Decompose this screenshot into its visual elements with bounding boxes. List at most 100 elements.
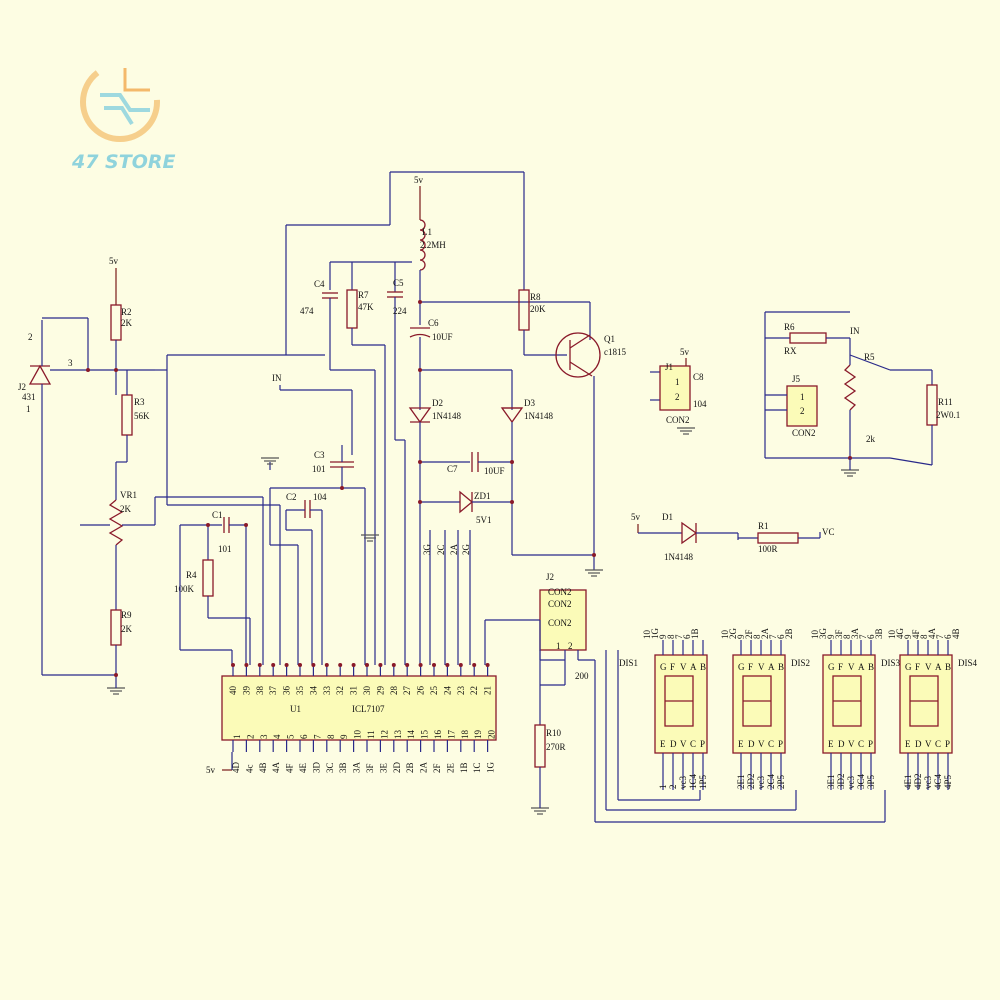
display-pin-top: 10 — [887, 630, 897, 640]
display-pin-top: 4A — [927, 628, 937, 640]
j1-pin2: 2 — [675, 392, 680, 402]
chip-body — [221, 675, 497, 741]
c8-value: 104 — [693, 399, 707, 409]
chip-ref: U1 — [290, 704, 301, 714]
r8-value: 20K — [530, 304, 546, 314]
seg-top-label: V — [680, 662, 687, 672]
c1-value: 101 — [218, 544, 232, 554]
j1-ref: J1 — [665, 362, 673, 372]
ref-ic-ref: J2 — [18, 382, 26, 392]
vc-label: VC — [822, 527, 835, 537]
r10-value: 270R — [546, 742, 566, 752]
seg-top-label: B — [700, 662, 706, 672]
seg-top-label: A — [858, 662, 865, 672]
seg-top-label: G — [660, 662, 667, 672]
display-pin-bottom: 3D2 — [836, 774, 846, 790]
chip-pin-top-28: 28 — [389, 686, 399, 696]
chip-pin-top-35: 35 — [295, 686, 305, 696]
display-pin-bottom: vc3 — [756, 776, 766, 789]
seg-bottom-label: C — [935, 739, 941, 749]
resistor-r7 — [346, 289, 358, 329]
chip-net-3E: 3E — [378, 763, 388, 774]
seg-top-label: F — [838, 662, 843, 672]
display-pin-top: 7 — [768, 634, 778, 639]
display-pin-bottom: 1C4 — [688, 773, 698, 789]
display-pin-top: 6 — [682, 634, 692, 639]
chip-net-1G: 1G — [486, 762, 496, 774]
seg-bottom-label: D — [838, 739, 845, 749]
c8-ref: C8 — [693, 372, 704, 382]
display-pin-top: 3F — [834, 629, 844, 639]
shunt-ref-431 — [28, 364, 52, 385]
display-pin-bottom: vc3 — [923, 776, 933, 789]
seg-bottom-label: D — [748, 739, 755, 749]
seg-bottom-label: V — [848, 739, 855, 749]
seg-bottom-label: P — [945, 739, 950, 749]
display-pin-top: 2B — [784, 628, 794, 639]
seg-bottom-label: P — [868, 739, 873, 749]
r9-value: 2K — [121, 624, 133, 634]
r8-ref: R8 — [530, 292, 541, 302]
vcc-label-r2: 5v — [109, 256, 119, 266]
vcc-label-j1: 5v — [680, 347, 690, 357]
connector-j2 — [539, 589, 587, 651]
j2-label-3: CON2 — [548, 618, 572, 628]
seg-bottom-label: V — [925, 739, 932, 749]
chip-pin-bottom-11: 11 — [366, 730, 376, 739]
r3-value: 56K — [134, 411, 150, 421]
chip-pin-bottom-20: 20 — [487, 730, 497, 740]
vr1-ref: VR1 — [120, 490, 137, 500]
l1-value: 2.2MH — [420, 240, 446, 250]
chip-pin-bottom-10: 10 — [353, 730, 363, 740]
chip-pin-bottom-6: 6 — [299, 734, 309, 739]
ground-q1 — [584, 569, 604, 577]
d3-value: 1N4148 — [524, 411, 553, 421]
d1-value: 1N4148 — [664, 552, 693, 562]
j2-label-1: CON2 — [548, 587, 572, 597]
resistor-r1 — [757, 532, 799, 544]
seg-bottom-label: E — [905, 739, 911, 749]
j5-label: CON2 — [792, 428, 816, 438]
chip-pin-top-27: 27 — [402, 686, 412, 696]
c4-ref: C4 — [314, 279, 325, 289]
net-top-1: 2C — [436, 544, 446, 555]
display-pin-top: 3G — [818, 628, 828, 640]
chip-net-4A: 4A — [271, 762, 281, 774]
seg-top-label: G — [828, 662, 835, 672]
ground-left — [106, 687, 126, 695]
j1-label: CON2 — [666, 415, 690, 425]
chip-pin-top-24: 24 — [442, 686, 452, 696]
chip-pin-top-29: 29 — [375, 686, 385, 696]
r6-value: RX — [784, 346, 797, 356]
seg-bottom-label: C — [858, 739, 864, 749]
transistor-q1 — [555, 332, 601, 378]
display-pin-bottom: vc3 — [678, 776, 688, 789]
r4-ref: R4 — [186, 570, 197, 580]
r5-ref: R5 — [864, 352, 875, 362]
display-pin-bottom: 2 — [668, 785, 678, 790]
net-top-0: 3G — [422, 544, 432, 556]
vcc-label-l1: 5v — [414, 175, 424, 185]
c5-ref: C5 — [393, 278, 404, 288]
chip-net-1C: 1C — [472, 762, 482, 773]
q1-ref: Q1 — [604, 334, 615, 344]
display-pin-top: 8 — [842, 634, 852, 639]
diode-d1 — [681, 521, 698, 545]
ground-pin32 — [360, 534, 380, 542]
vr1-value: 2K — [120, 504, 132, 514]
ref-ic-part: 431 — [22, 392, 36, 402]
chip-pin-top-36: 36 — [282, 686, 292, 696]
net-top-3: 2G — [461, 544, 471, 556]
seg-bottom-label: V — [758, 739, 765, 749]
j2-label-2: CON2 — [548, 599, 572, 609]
resistor-r9 — [110, 609, 122, 646]
chip-pin-top-38: 38 — [255, 686, 265, 696]
d2-ref: D2 — [432, 398, 443, 408]
display-pin-bottom: 4E1 — [903, 775, 913, 790]
seg-bottom-label: E — [828, 739, 834, 749]
display-pin-bottom: 3P5 — [866, 774, 876, 789]
r1-ref: R1 — [758, 521, 769, 531]
display-ref-3: DIS4 — [958, 658, 978, 668]
